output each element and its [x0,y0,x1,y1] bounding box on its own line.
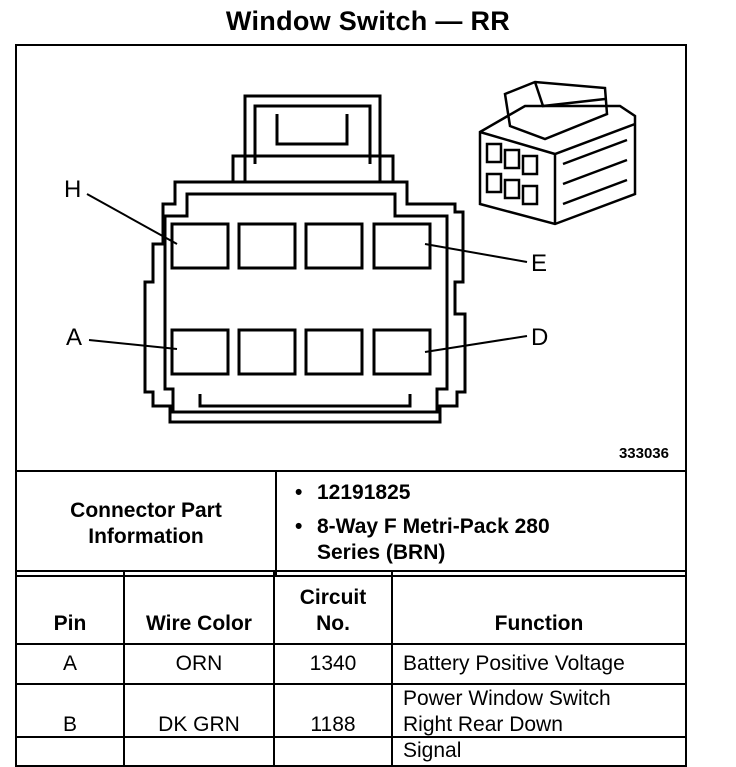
cavity-b [237,328,297,376]
cavity-a [170,328,230,376]
cavity-f [304,222,364,270]
header-wire-color: Wire Color [123,570,275,645]
table-header-row: Pin Wire Color Circuit No. Function [15,570,687,645]
connector-outline [143,180,467,424]
cavity-h [170,222,230,270]
connector-info-label: Connector Part Information [15,470,277,577]
page-title: Window Switch — RR [225,6,511,36]
cavity-c [304,328,364,376]
cell-circuit-no: 1340 [273,643,393,685]
cavity-g [237,222,297,270]
leader-line-a [88,339,178,350]
leader-line-e [424,243,528,263]
header-function: Function [391,570,687,645]
pin-label-h: H [64,176,82,203]
connector-drawing [86,80,637,424]
header-circuit-no: Circuit No. [273,570,393,645]
figure-number: 333036 [618,445,669,462]
leader-line-h [86,193,178,245]
table-row: B DK GRN 1188 Power Window Switch Right … [15,683,687,767]
cavity-e [372,222,432,270]
pin-function-table: Pin Wire Color Circuit No. Function A OR… [15,570,687,767]
pin-label-e: E [531,250,548,277]
cell-pin: A [15,643,125,685]
cell-circuit-no: 1188 [273,683,393,767]
connector-inner-outline [163,192,449,414]
pin-label-a: A [66,324,83,351]
connector-type: 8-Way F Metri-Pack 280 Series (BRN) [295,514,567,566]
pin-label-d: D [531,324,549,351]
cell-pin: B [15,683,125,767]
cell-function: Power Window Switch Right Rear Down Sign… [391,683,687,767]
table-row: A ORN 1340 Battery Positive Voltage [15,643,687,685]
cell-wire-color: DK GRN [123,683,275,767]
cavity-d [372,328,432,376]
header-pin: Pin [15,570,125,645]
connector-info-values: 12191825 8-Way F Metri-Pack 280 Series (… [275,470,687,577]
cell-function: Battery Positive Voltage [391,643,687,685]
connector-info-table: Connector Part Information 12191825 8-Wa… [15,470,687,577]
part-number: 12191825 [295,480,684,506]
connector-perspective-icon [478,80,637,226]
connector-latch [243,94,382,182]
leader-line-d [424,335,528,353]
cell-wire-color: ORN [123,643,275,685]
